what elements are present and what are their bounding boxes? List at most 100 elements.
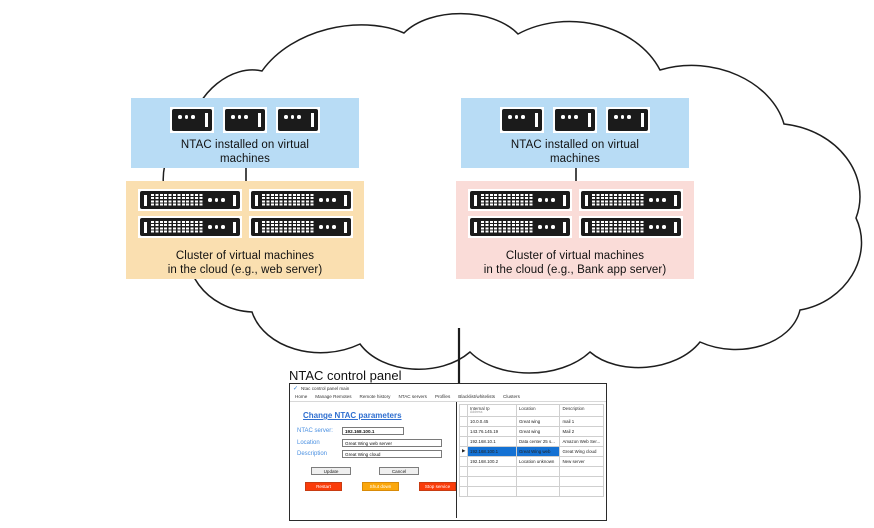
menu-item-home[interactable]: Home — [295, 394, 308, 399]
menu-item-remote-history[interactable]: Remote history — [359, 394, 391, 399]
menu-item-manage-remotes[interactable]: Manage Remotes — [315, 394, 352, 399]
rack-icon-grid-right — [456, 189, 694, 238]
caption-line-2: machines — [219, 153, 270, 165]
group-left-bottom: Cluster of virtual machines in the cloud… — [126, 181, 364, 279]
column-header-location[interactable]: Location — [515, 404, 561, 417]
table-row[interactable]: 192.168.10.1 Data center 25 s... Amazon … — [459, 435, 604, 447]
table-row-selected[interactable]: ▶ 192.168.100.1 Great Wing web Great Win… — [459, 445, 604, 457]
menu-bar[interactable]: Home Manage Remotes Remote history NTAC … — [290, 393, 606, 402]
vm-icon-row-right — [500, 107, 650, 133]
row-selector-current[interactable]: ▶ — [459, 445, 468, 457]
table-row[interactable]: 192.168.100.2 Location unknown New serve… — [459, 455, 604, 467]
server-rack-icon — [137, 189, 242, 211]
menu-item-blacklist-whitelists[interactable]: Blacklist/whitelists — [458, 394, 496, 399]
cell-location[interactable]: Great wing — [515, 415, 561, 427]
server-rack-icon — [578, 216, 683, 238]
cell-location[interactable]: Great wing — [515, 425, 561, 437]
table-header-row: Internal Ip Address Location Description — [459, 404, 604, 417]
update-button[interactable]: Update — [311, 467, 351, 475]
row-selector[interactable] — [459, 425, 468, 437]
caption-line-1: Cluster of virtual machines — [505, 250, 645, 262]
table-empty-row — [459, 485, 604, 497]
right-group-connector — [575, 168, 577, 182]
field-row-location: Location Great Wing web server — [297, 438, 456, 447]
virtual-machine-icon — [500, 107, 544, 133]
table-row[interactable]: 10.0.0.45 Great wing mail 1 — [459, 415, 604, 427]
row-selector[interactable] — [459, 435, 468, 447]
check-swoosh-icon: ✓ — [293, 385, 299, 392]
header-subtext: Address — [470, 410, 483, 414]
location-label: Location — [297, 439, 320, 446]
restart-button[interactable]: Restart — [305, 482, 342, 491]
table-row[interactable]: 143.76.145.19 Great wing Mail 2 — [459, 425, 604, 437]
rack-icon-grid-left — [126, 189, 364, 238]
form-title: Change NTAC parameters — [303, 411, 402, 420]
column-header-internal-ip[interactable]: Internal Ip Address — [467, 404, 517, 417]
cell-description[interactable]: Mail 2 — [559, 425, 604, 437]
group-right-bottom-caption: Cluster of virtual machines in the cloud… — [456, 244, 694, 284]
caption-line-2: machines — [549, 153, 600, 165]
cell-description[interactable]: Amazon Web Ser... — [559, 435, 604, 447]
cell-ip[interactable]: 10.0.0.45 — [467, 415, 517, 427]
column-header-description[interactable]: Description — [559, 404, 604, 417]
group-right-top-caption: NTAC installed on virtual machines — [507, 133, 643, 173]
window-titlebar: ✓ Ntac control panel main — [290, 384, 606, 393]
change-parameters-form: Change NTAC parameters NTAC server: 192.… — [290, 402, 456, 518]
action-button-row: Restart Shut down Stop service — [305, 482, 456, 491]
caption-line-1: NTAC installed on virtual — [510, 139, 640, 151]
form-button-row: Update Cancel — [311, 467, 456, 475]
cell-ip[interactable]: 192.168.100.1 — [467, 445, 517, 457]
location-input[interactable]: Great Wing web server — [342, 438, 442, 447]
cell-ip[interactable]: 143.76.145.19 — [467, 425, 517, 437]
cell-location[interactable]: Great Wing web — [515, 445, 561, 457]
description-label: Description — [297, 451, 328, 457]
menu-item-profiles[interactable]: Profiles — [434, 394, 451, 399]
row-selector[interactable] — [459, 415, 468, 427]
group-left-top: NTAC installed on virtual machines — [131, 98, 359, 168]
table-empty-row — [459, 465, 604, 477]
server-rack-icon — [578, 189, 683, 211]
stop-service-button[interactable]: Stop service — [419, 482, 456, 491]
caption-line-1: Cluster of virtual machines — [175, 250, 315, 262]
field-row-description: Description Great Wing cloud — [297, 450, 456, 458]
vm-icon-row-left — [170, 107, 320, 133]
group-right-bottom: Cluster of virtual machines in the cloud… — [456, 181, 694, 279]
server-rack-icon — [248, 216, 353, 238]
group-right-top: NTAC installed on virtual machines — [461, 98, 689, 168]
servers-data-grid[interactable]: Internal Ip Address Location Description… — [456, 402, 606, 518]
server-rack-icon — [248, 189, 353, 211]
cell-ip[interactable]: 192.168.100.2 — [467, 455, 517, 467]
virtual-machine-icon — [170, 107, 214, 133]
row-selector-header — [459, 404, 468, 417]
cell-description[interactable]: Great Wing cloud — [559, 445, 604, 457]
virtual-machine-icon — [606, 107, 650, 133]
menu-item-clusters[interactable]: Clusters — [503, 394, 520, 399]
virtual-machine-icon — [553, 107, 597, 133]
group-left-top-caption: NTAC installed on virtual machines — [177, 133, 313, 173]
cell-description[interactable]: New server — [559, 455, 604, 467]
caption-line-1: NTAC installed on virtual — [180, 139, 310, 151]
field-row-ntac-server: NTAC server: 192.168.100.1 — [297, 427, 456, 435]
caption-line-2: in the cloud (e.g., web server) — [167, 264, 323, 276]
virtual-machine-icon — [223, 107, 267, 133]
description-input[interactable]: Great Wing cloud — [342, 450, 442, 458]
ntac-control-panel-window[interactable]: ✓ Ntac control panel main Home Manage Re… — [289, 383, 607, 521]
cell-location[interactable]: Data center 25 s... — [515, 435, 561, 447]
row-selector[interactable] — [459, 455, 468, 467]
server-rack-icon — [467, 216, 572, 238]
server-rack-icon — [137, 216, 242, 238]
caption-line-2: in the cloud (e.g., Bank app server) — [483, 264, 667, 276]
virtual-machine-icon — [276, 107, 320, 133]
shut-down-button[interactable]: Shut down — [362, 482, 399, 491]
cell-ip[interactable]: 192.168.10.1 — [467, 435, 517, 447]
group-left-bottom-caption: Cluster of virtual machines in the cloud… — [126, 244, 364, 284]
table-empty-row — [459, 475, 604, 487]
header-text: Internal Ip — [470, 406, 490, 411]
menu-item-ntac-servers[interactable]: NTAC servers — [398, 394, 427, 399]
window-title: Ntac control panel main — [301, 386, 350, 391]
cell-location[interactable]: Location unknown — [515, 455, 561, 467]
cell-description[interactable]: mail 1 — [559, 415, 604, 427]
cancel-button[interactable]: Cancel — [379, 467, 419, 475]
ntac-server-input[interactable]: 192.168.100.1 — [342, 427, 404, 435]
server-rack-icon — [467, 189, 572, 211]
